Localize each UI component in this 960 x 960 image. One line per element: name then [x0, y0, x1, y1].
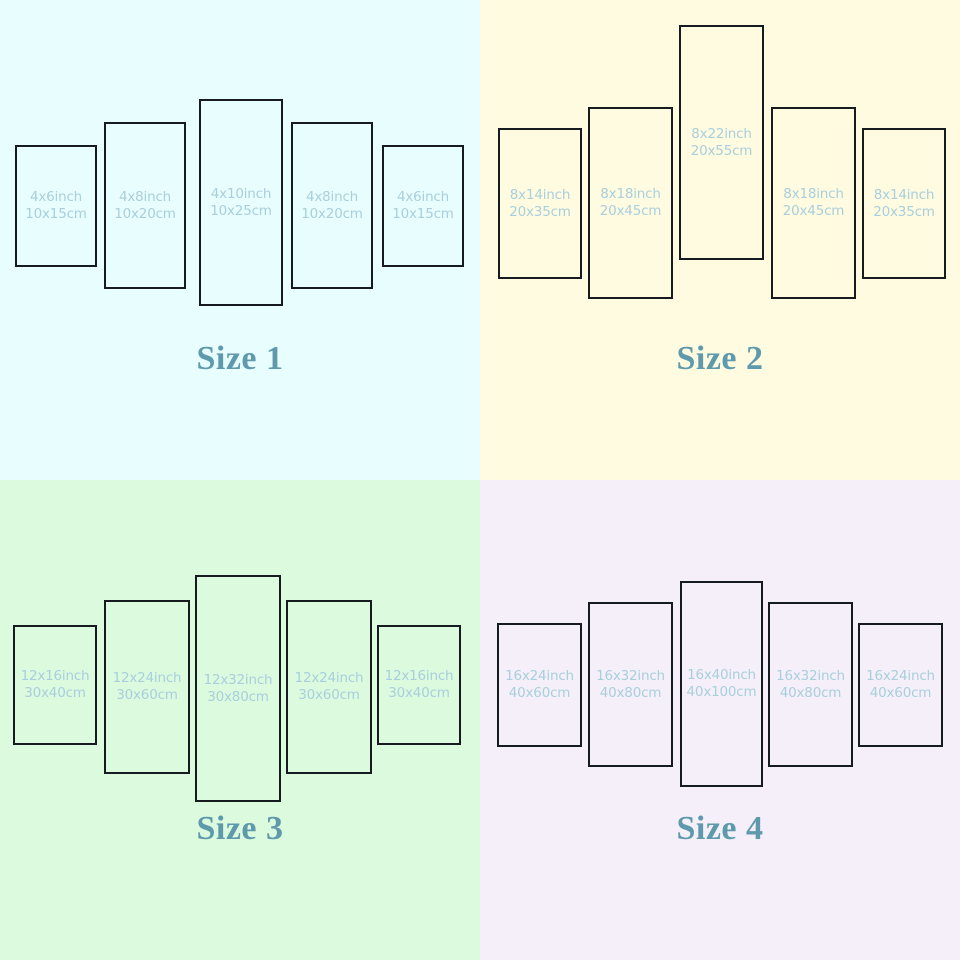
canvas-panel[interactable] — [382, 145, 464, 267]
canvas-panel[interactable] — [286, 600, 372, 774]
canvas-panel[interactable] — [13, 625, 97, 745]
canvas-panel[interactable] — [195, 575, 281, 802]
canvas-panel[interactable] — [498, 128, 582, 279]
canvas-panel[interactable] — [497, 623, 582, 747]
canvas-panel[interactable] — [104, 600, 190, 774]
size-title-size-3: Size 3 — [196, 810, 284, 847]
canvas-panel[interactable] — [588, 602, 673, 767]
size-title-size-2: Size 2 — [676, 340, 764, 377]
canvas-panel[interactable] — [104, 122, 186, 289]
size-title-size-4: Size 4 — [676, 810, 764, 847]
canvas-panel[interactable] — [680, 581, 763, 787]
canvas-panel[interactable] — [199, 99, 283, 306]
canvas-panel[interactable] — [862, 128, 946, 279]
canvas-panel[interactable] — [768, 602, 853, 767]
size-title-size-1: Size 1 — [196, 340, 284, 377]
canvas-panel[interactable] — [858, 623, 943, 747]
canvas-panel[interactable] — [771, 107, 856, 299]
canvas-panel[interactable] — [291, 122, 373, 289]
canvas-panel[interactable] — [15, 145, 97, 267]
canvas-panel[interactable] — [588, 107, 673, 299]
canvas-panel[interactable] — [377, 625, 461, 745]
canvas-panel[interactable] — [679, 25, 764, 260]
